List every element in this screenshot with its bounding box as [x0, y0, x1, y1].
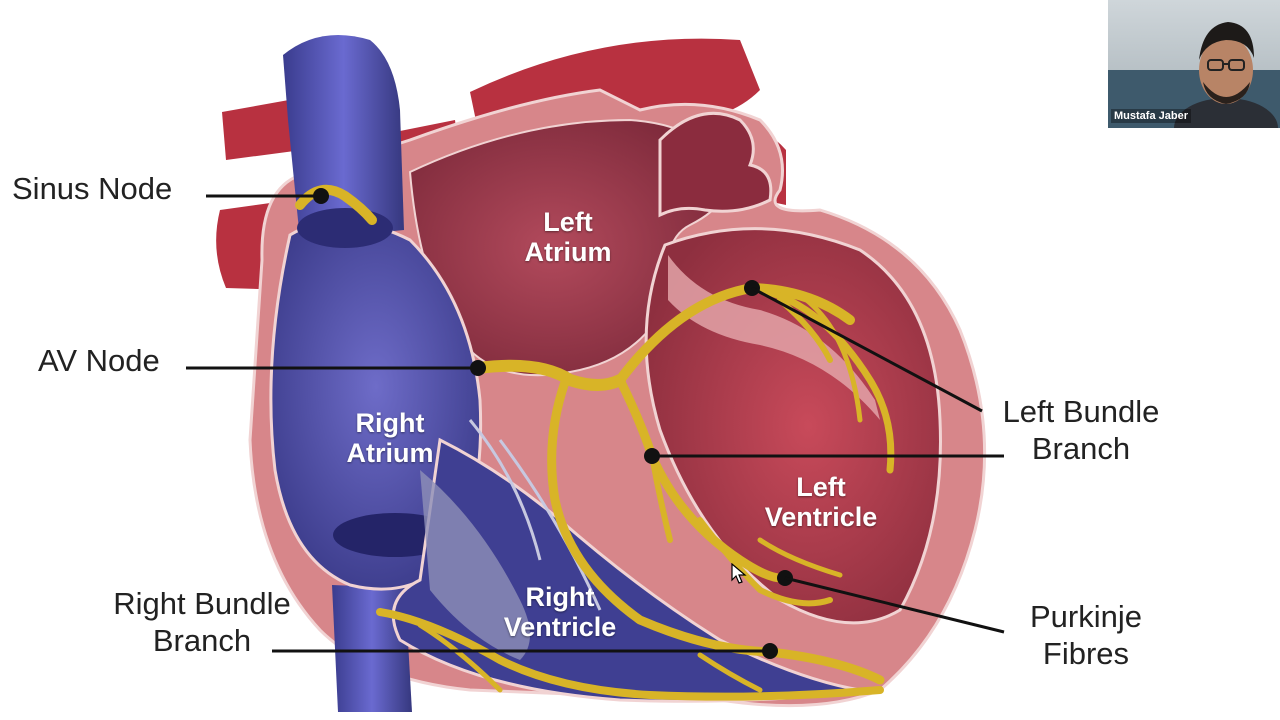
right-bundle-line2: Branch [152, 623, 252, 658]
right-atrium-line2: Atrium [346, 438, 434, 468]
participant-name: Mustafa Jaber [1111, 109, 1191, 123]
right-ventricle-label: Right Ventricle [490, 582, 630, 642]
left-bundle-line1: Left Bundle [1002, 394, 1160, 429]
participant-video-tile[interactable]: Mustafa Jaber [1108, 0, 1280, 128]
purkinje-fibres-label: Purkinje Fibres [1000, 598, 1172, 672]
left-atrium-line2: Atrium [524, 237, 612, 267]
av-node-label: AV Node [38, 343, 160, 378]
leader-lines [186, 194, 1005, 653]
purkinje-leader [784, 576, 1005, 634]
left-bundle-line2: Branch [1031, 431, 1131, 466]
conduction-system [295, 184, 895, 701]
left-bundle-leader [751, 286, 983, 413]
left-atrium-label: Left Atrium [500, 207, 636, 267]
right-bundle-line1: Right Bundle [113, 586, 291, 621]
left-ventricle-line1: Left [796, 472, 846, 502]
purkinje-line2: Fibres [1042, 636, 1130, 671]
left-ventricle-label: Left Ventricle [748, 472, 894, 532]
participant-avatar [1108, 22, 1280, 128]
right-atrium-line1: Right [355, 408, 425, 438]
left-atrium-line1: Left [543, 207, 593, 237]
mouse-cursor-icon [731, 563, 747, 584]
purkinje-line1: Purkinje [1030, 599, 1142, 634]
sinus-node-label: Sinus Node [12, 171, 173, 206]
right-ventricle-line1: Right [525, 582, 595, 612]
left-bundle-branch-label: Left Bundle Branch [986, 393, 1176, 467]
right-bundle-branch-label: Right Bundle Branch [96, 585, 308, 659]
right-atrium-label: Right Atrium [322, 408, 458, 468]
left-ventricle-line2: Ventricle [764, 502, 878, 532]
right-ventricle-line2: Ventricle [503, 612, 617, 642]
